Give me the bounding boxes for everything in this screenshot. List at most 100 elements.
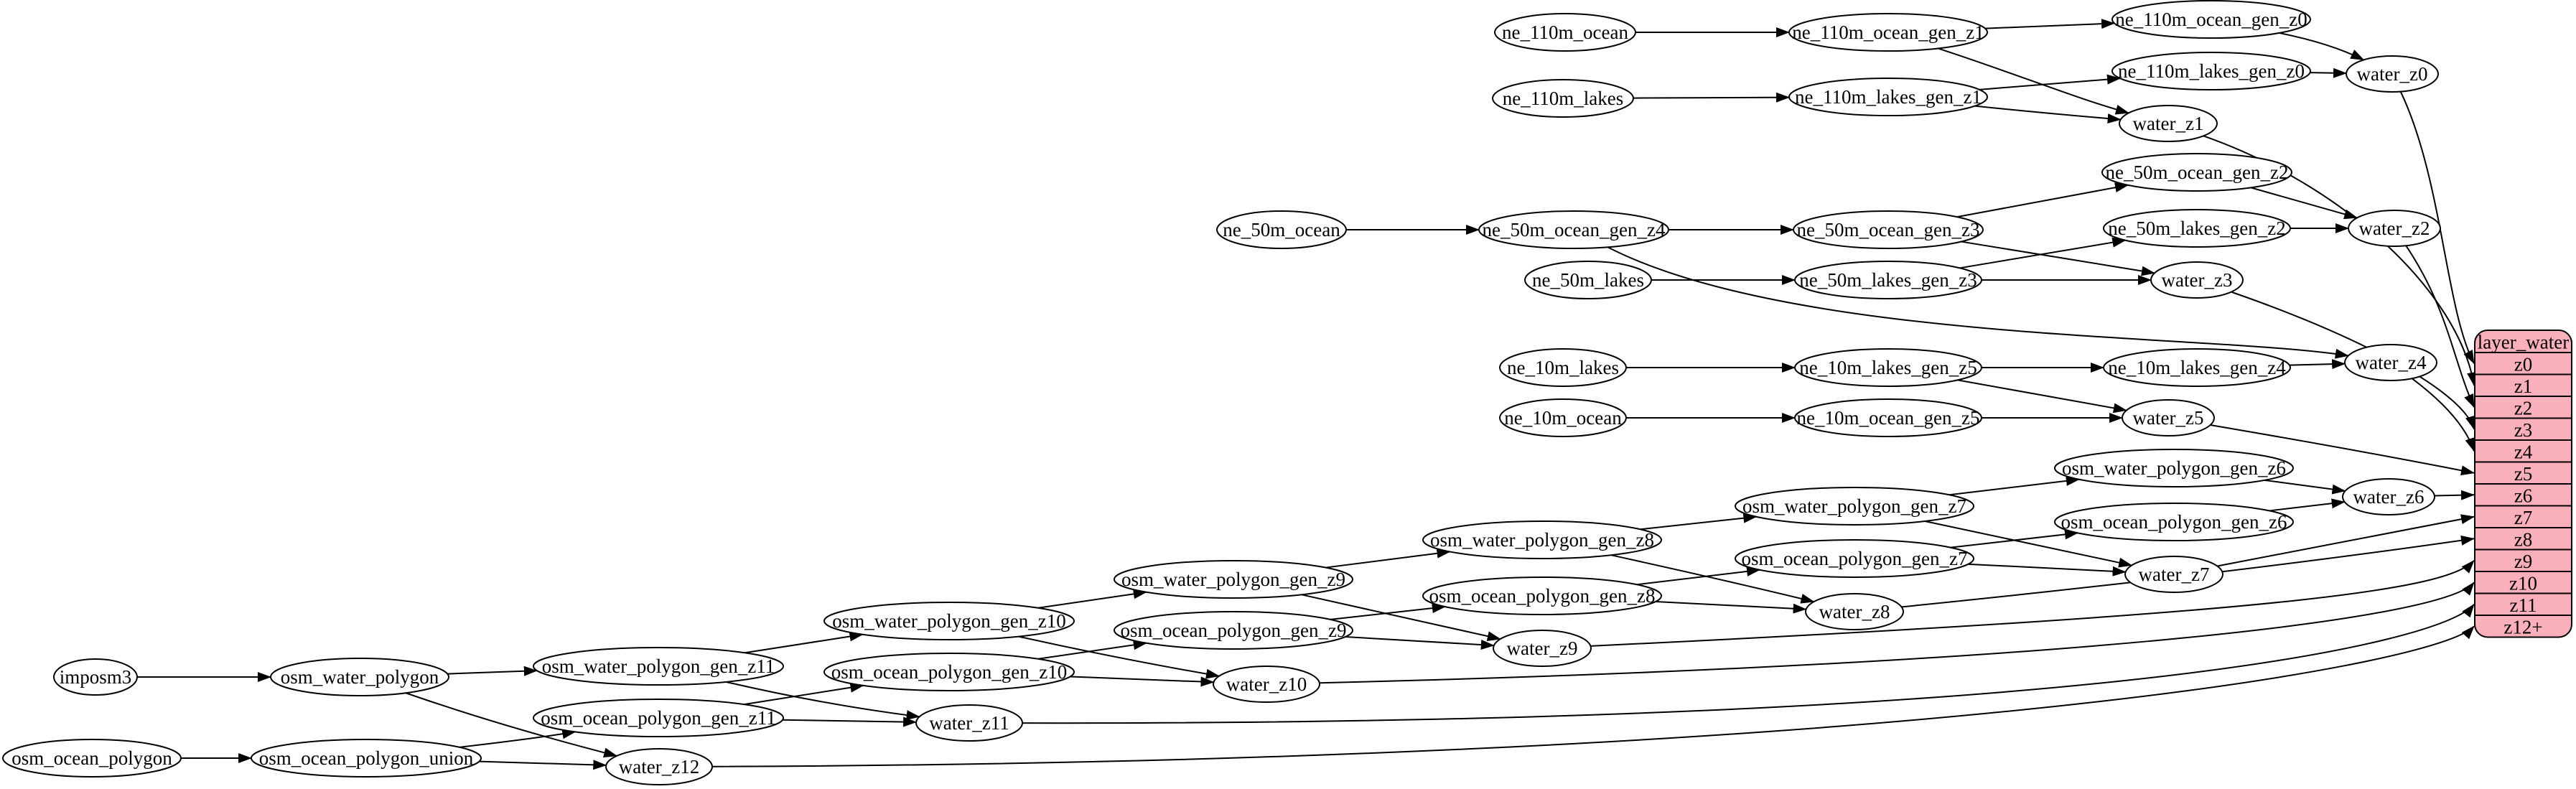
node-water_z8: water_z8 <box>1805 593 1904 630</box>
node-water_z10: water_z10 <box>1213 666 1320 703</box>
edge-ne_110m_ocean_gen_z0-to-water_z0 <box>2279 32 2365 61</box>
node-ne_50m_ocean: ne_50m_ocean <box>1216 210 1347 249</box>
edge-osm_ocean_polygon_union-to-water_z12 <box>479 760 607 770</box>
node-ellipse-osm_ocean_polygon_gen_z6 <box>2054 503 2294 541</box>
node-ellipse-osm_water_polygon_gen_z10 <box>823 602 1075 640</box>
node-osm_water_polygon_gen_z11: osm_water_polygon_gen_z11 <box>533 647 784 686</box>
node-label-ne_50m_lakes: ne_50m_lakes <box>1532 269 1644 291</box>
edge-osm_water_polygon_gen_z6-to-water_z6 <box>2264 479 2346 495</box>
edge-ne_50m_ocean_gen_z2-to-water_z2 <box>2251 187 2358 220</box>
node-ne_110m_lakes: ne_110m_lakes <box>1492 79 1634 118</box>
node-ellipse-osm_ocean_polygon_gen_z10 <box>823 653 1075 691</box>
node-ne_10m_ocean_gen_z5: ne_10m_ocean_gen_z5 <box>1794 398 1982 437</box>
node-ellipse-ne_10m_ocean <box>1499 398 1627 437</box>
node-ellipse-ne_10m_lakes_gen_z5 <box>1794 348 1982 387</box>
node-label-osm_ocean_polygon: osm_ocean_polygon <box>11 747 172 769</box>
node-ne_110m_ocean_gen_z1: ne_110m_ocean_gen_z1 <box>1788 13 1988 52</box>
node-label-water_z9: water_z9 <box>1507 638 1578 659</box>
node-osm_ocean_polygon_gen_z11: osm_ocean_polygon_gen_z11 <box>533 699 784 737</box>
node-ellipse-water_z9 <box>1493 630 1592 667</box>
node-ne_10m_lakes: ne_10m_lakes <box>1499 348 1627 387</box>
node-label-osm_water_polygon_gen_z9: osm_water_polygon_gen_z9 <box>1121 569 1345 590</box>
table-row-z12: z12+ <box>2503 616 2542 638</box>
edge-osm_water_polygon_gen_z10-to-water_z10 <box>1018 635 1221 679</box>
node-ellipse-water_z7 <box>2124 556 2223 593</box>
node-ellipse-ne_110m_ocean <box>1494 13 1636 52</box>
node-ellipse-water_z6 <box>2342 478 2435 515</box>
edge-water_z2-to-layer_water-z2 <box>2405 245 2475 408</box>
table-row-z0: z0 <box>2514 353 2532 375</box>
edge-osm_ocean_polygon_gen_z10-to-osm_ocean_polygon_gen_z9 <box>1038 640 1147 660</box>
node-label-water_z1: water_z1 <box>2133 113 2204 134</box>
table-row-z1: z1 <box>2514 375 2532 397</box>
node-osm_ocean_polygon_gen_z9: osm_ocean_polygon_gen_z9 <box>1114 611 1353 650</box>
edge-osm_water_polygon_gen_z11-to-water_z11 <box>726 681 920 721</box>
node-label-ne_50m_ocean_gen_z4: ne_50m_ocean_gen_z4 <box>1483 219 1666 241</box>
node-label-ne_110m_lakes: ne_110m_lakes <box>1503 88 1623 109</box>
node-label-osm_ocean_polygon_gen_z8: osm_ocean_polygon_gen_z8 <box>1429 585 1656 607</box>
node-ne_50m_lakes_gen_z3: ne_50m_lakes_gen_z3 <box>1794 261 1982 299</box>
edges-layer <box>137 19 2477 770</box>
node-ellipse-ne_50m_lakes_gen_z3 <box>1794 261 1982 299</box>
table-title: layer_water <box>2478 332 2569 353</box>
node-label-osm_water_polygon: osm_water_polygon <box>281 666 439 688</box>
node-ellipse-osm_water_polygon_gen_z8 <box>1422 520 1662 559</box>
node-ne_50m_ocean_gen_z3: ne_50m_ocean_gen_z3 <box>1793 210 1984 249</box>
table-row-z8: z8 <box>2514 528 2532 550</box>
node-label-osm_ocean_polygon_gen_z11: osm_ocean_polygon_gen_z11 <box>541 707 775 729</box>
node-label-ne_50m_ocean_gen_z3: ne_50m_ocean_gen_z3 <box>1797 219 1980 241</box>
table-row-z3: z3 <box>2514 419 2532 441</box>
node-ellipse-imposm3 <box>53 658 138 696</box>
node-ellipse-ne_110m_lakes_gen_z0 <box>2111 52 2311 90</box>
node-ellipse-water_z11 <box>915 704 1023 742</box>
node-osm_ocean_polygon_gen_z8: osm_ocean_polygon_gen_z8 <box>1422 576 1662 615</box>
node-osm_ocean_polygon_union: osm_ocean_polygon_union <box>251 739 482 778</box>
edge-osm_ocean_polygon_union-to-osm_ocean_polygon_gen_z11 <box>459 729 577 748</box>
node-water_z5: water_z5 <box>2122 399 2215 436</box>
node-ne_50m_lakes: ne_50m_lakes <box>1524 261 1652 299</box>
node-label-water_z6: water_z6 <box>2353 486 2425 508</box>
edge-water_z9-to-layer_water-z9 <box>1590 560 2475 647</box>
node-label-ne_10m_ocean: ne_10m_ocean <box>1504 407 1622 429</box>
node-label-water_z2: water_z2 <box>2359 218 2430 239</box>
node-ellipse-osm_water_polygon <box>270 658 449 696</box>
node-ellipse-ne_50m_ocean_gen_z3 <box>1793 210 1984 249</box>
node-water_z3: water_z3 <box>2150 261 2244 299</box>
node-label-ne_110m_ocean_gen_z0: ne_110m_ocean_gen_z0 <box>2115 9 2307 30</box>
table-row-z10: z10 <box>2509 572 2537 594</box>
node-ellipse-water_z8 <box>1805 593 1904 630</box>
node-label-water_z5: water_z5 <box>2133 407 2204 429</box>
node-ellipse-osm_ocean_polygon_gen_z8 <box>1422 576 1662 615</box>
edge-ne_10m_lakes_gen_z4-to-water_z4 <box>2289 359 2346 370</box>
node-osm_ocean_polygon_gen_z6: osm_ocean_polygon_gen_z6 <box>2054 503 2294 541</box>
node-ellipse-ne_10m_lakes_gen_z4 <box>2103 348 2291 387</box>
node-water_z6: water_z6 <box>2342 478 2435 515</box>
edge-ne_50m_ocean_gen_z3-to-ne_50m_ocean_gen_z2 <box>1956 182 2129 218</box>
edge-water_z4-to-layer_water-z4 <box>2411 378 2475 452</box>
node-ellipse-ne_10m_lakes <box>1499 348 1627 387</box>
edge-ne_50m_ocean_gen_z4-to-water_z4 <box>1607 246 2349 359</box>
edge-ne_110m_ocean_gen_z1-to-ne_110m_ocean_gen_z0 <box>1984 19 2116 29</box>
node-osm_ocean_polygon: osm_ocean_polygon <box>2 739 182 778</box>
node-ellipse-water_z1 <box>2119 105 2218 142</box>
node-water_z9: water_z9 <box>1493 630 1592 667</box>
edge-ne_50m_lakes_gen_z3-to-ne_50m_lakes_gen_z2 <box>1959 237 2127 269</box>
edge-osm_ocean_polygon_gen_z8-to-osm_ocean_polygon_gen_z7 <box>1636 566 1761 586</box>
node-osm_ocean_polygon_gen_z7: osm_ocean_polygon_gen_z7 <box>1735 539 1974 578</box>
edge-osm_ocean_polygon_gen_z8-to-water_z8 <box>1655 600 1807 614</box>
node-ne_50m_lakes_gen_z2: ne_50m_lakes_gen_z2 <box>2103 209 2291 248</box>
node-ne_10m_ocean: ne_10m_ocean <box>1499 398 1627 437</box>
node-label-ne_50m_ocean: ne_50m_ocean <box>1223 219 1340 241</box>
node-imposm3: imposm3 <box>53 658 138 696</box>
edge-ne_50m_ocean_gen_z3-to-water_z3 <box>1961 241 2155 276</box>
node-osm_water_polygon_gen_z7: osm_water_polygon_gen_z7 <box>1735 487 1974 526</box>
node-ellipse-ne_110m_lakes_gen_z1 <box>1788 78 1988 116</box>
node-osm_water_polygon: osm_water_polygon <box>270 658 449 696</box>
node-ellipse-ne_110m_ocean_gen_z1 <box>1788 13 1988 52</box>
node-water_z0: water_z0 <box>2346 55 2439 93</box>
edge-osm_water_polygon_gen_z8-to-water_z8 <box>1610 554 1815 604</box>
node-label-osm_ocean_polygon_gen_z10: osm_ocean_polygon_gen_z10 <box>831 661 1067 683</box>
node-label-ne_50m_ocean_gen_z2: ne_50m_ocean_gen_z2 <box>2106 162 2289 183</box>
edge-water_z5-to-layer_water-z5 <box>2210 424 2475 476</box>
